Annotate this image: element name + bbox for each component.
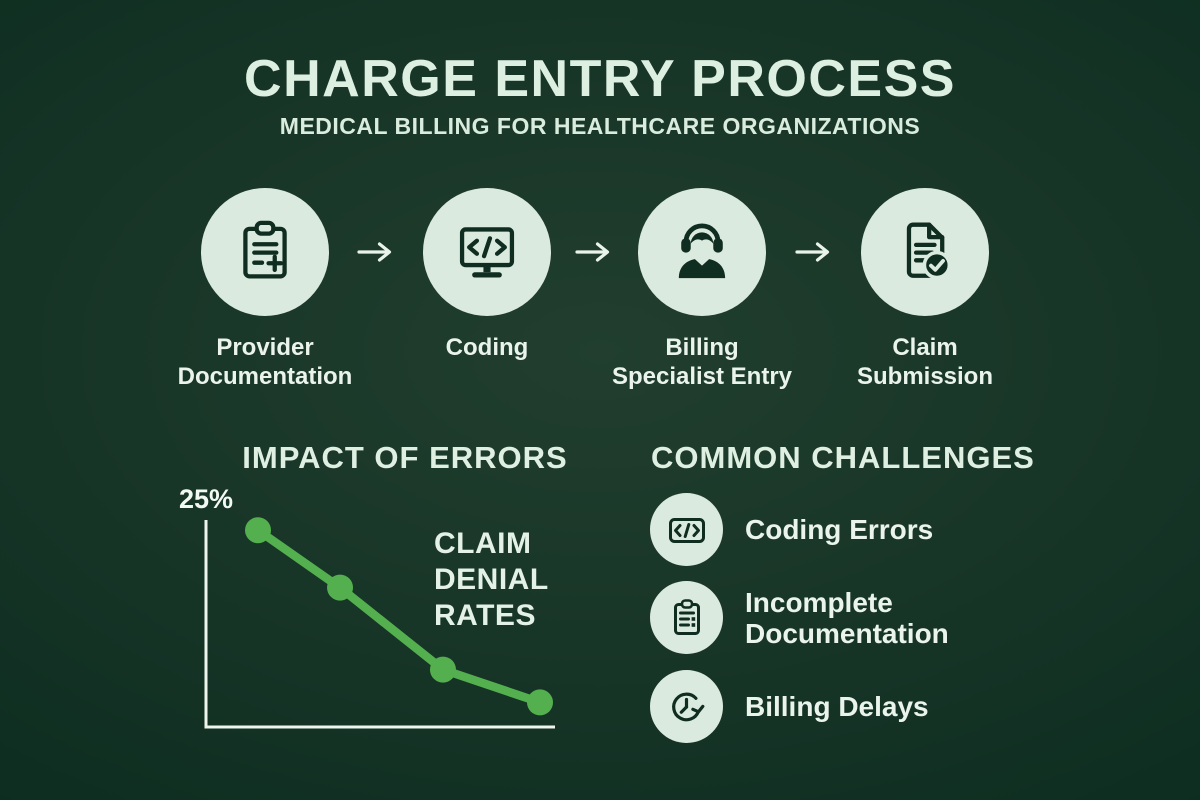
data-point [526,689,553,716]
denial-rate-line [253,525,545,707]
data-point [429,656,456,683]
step-circle [201,188,329,316]
step-circle [861,188,989,316]
chart-series-label: CLAIM DENIAL RATES [434,527,549,632]
step-billing-specialist-entry: Billing Specialist Entry [592,188,812,391]
challenges-section-heading: COMMON CHALLENGES [651,440,1035,475]
code-monitor-icon [449,214,525,290]
step-label: Claim Submission [856,334,994,390]
step-circle [423,188,551,316]
challenge-item-billing-delays: Billing Delays [650,670,995,743]
step-label: Billing Specialist Entry [611,334,793,390]
challenge-item-coding-errors: Coding Errors [650,493,995,566]
clock-history-icon [663,683,711,731]
challenge-circle [650,581,723,654]
right-arrow-icon [794,239,834,265]
step-circle [638,188,766,316]
step-label: Provider Documentation [177,334,353,390]
clipboard-checklist-icon [663,594,711,642]
step-provider-documentation: Provider Documentation [155,188,375,391]
page-subtitle: MEDICAL BILLING FOR HEALTHCARE ORGANIZAT… [279,113,921,139]
document-check-icon [887,214,963,290]
challenge-circle [650,493,723,566]
challenge-label: Incomplete Documentation [745,586,949,649]
headset-agent-icon [664,214,740,290]
right-arrow-icon [356,239,396,265]
step-label: Coding [445,334,529,361]
impact-section-heading: IMPACT OF ERRORS [242,440,568,475]
clipboard-plus-icon [227,214,303,290]
challenge-circle [650,670,723,743]
code-icon [663,506,711,554]
data-point [327,574,354,601]
step-coding: Coding [377,188,597,362]
right-arrow-icon [574,239,614,265]
page-title: CHARGE ENTRY PROCESS [244,50,956,108]
data-point [245,517,272,544]
chart-y-axis-tick-label: 25% [178,484,233,514]
denial-rate-chart [193,504,569,740]
challenge-label: Coding Errors [745,514,934,545]
challenge-item-incomplete-documentation: Incomplete Documentation [650,581,995,654]
challenge-label: Billing Delays [745,691,929,722]
step-claim-submission: Claim Submission [815,188,1035,391]
